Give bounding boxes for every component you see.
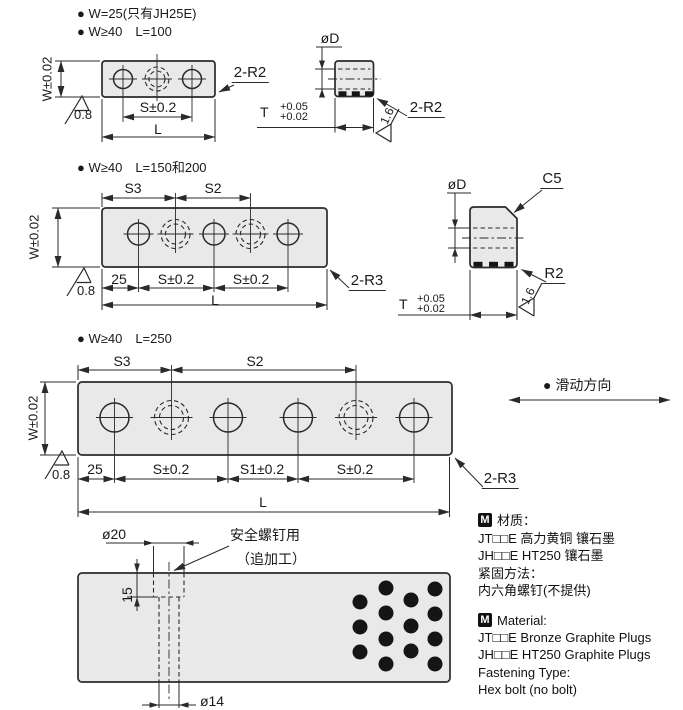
fig2-s-dim-label-b: S±0.2: [232, 271, 270, 287]
surface-finish-icon: [64, 94, 90, 125]
fig3-variant-note: ● W≥40 L=250: [77, 331, 172, 346]
fig3-s3-dim-label: S3: [113, 353, 131, 369]
fig3-width-dim-label: W±0.02: [25, 395, 41, 441]
fig3-corner-radius-label: 2-R3: [481, 470, 519, 489]
side2-tolerance-upper: +0.05: [417, 293, 445, 305]
side1-section-view: [257, 46, 408, 143]
side1-tolerance-upper: +0.05: [280, 101, 308, 113]
side2-hole-dia-label: øD: [447, 176, 467, 192]
material-line-cn-3: 紧固方法：: [478, 566, 544, 581]
fig3-top-view: [40, 365, 484, 517]
fig4-dia20-label: ø20: [101, 526, 127, 542]
fig4-plug-plate-view: [77, 540, 451, 708]
material-line-en-1: JT□□E Bronze Graphite Plugs: [478, 630, 652, 645]
material-title-en: Material:: [497, 613, 547, 628]
fig1-top-view: [55, 54, 235, 142]
fig3-surface-value: 0.8: [52, 467, 71, 482]
fig2-variant-note: ● W≥40 L=150和200: [77, 160, 207, 175]
fig1-corner-radius-label: 2-R2: [231, 64, 269, 83]
material-line-en-3: Fastening Type:: [478, 665, 571, 680]
fig2-25-dim-label: 25: [111, 271, 127, 287]
side1-hole-dia-label: øD: [320, 30, 340, 46]
fig2-top-view: [52, 193, 350, 310]
side2-section-view: [398, 189, 547, 320]
material-badge-cn: M: [478, 513, 492, 527]
material-line-cn-2: JH□□E HT250 镶石墨: [478, 548, 604, 563]
fig1-variant-note-a: ● W=25(只有JH25E): [77, 6, 197, 21]
fig2-surface-value: 0.8: [77, 283, 96, 298]
material-line-cn-4: 内六角螺钉(不提供): [478, 583, 591, 598]
material-badge-en: M: [478, 613, 492, 627]
slide-direction-label: ● 滑动方向: [543, 377, 612, 393]
fig1-variant-note-b: ● W≥40 L=100: [77, 24, 172, 39]
fig1-length-dim-label: L: [154, 121, 162, 137]
side1-tolerance-lower: +0.02: [280, 111, 308, 123]
fig3-s2-dim-label: S2: [246, 353, 264, 369]
fig4-additional-work-note: （追加工）: [236, 551, 306, 567]
side2-thickness-label: T: [399, 296, 408, 312]
material-title-cn: 材质：: [497, 513, 537, 528]
material-line-cn-1: JT□□E 高力黄铜 镶石墨: [478, 531, 616, 546]
fig3-s-dim-label-b: S±0.2: [336, 461, 374, 477]
fig3-length-dim-label: L: [259, 494, 267, 510]
surface-finish-icon: [517, 282, 543, 317]
fig2-width-dim-label: W±0.02: [26, 214, 42, 260]
fig2-corner-radius-label: 2-R3: [348, 272, 386, 291]
fig2-s2-dim-label: S2: [204, 180, 222, 196]
fig2-length-dim-label: L: [211, 292, 219, 308]
graphite-plug-dots: [352, 580, 443, 672]
side2-radius-label: R2: [542, 265, 566, 284]
surface-finish-icon: [66, 266, 92, 297]
side2-chamfer-label: C5: [540, 170, 564, 189]
fig4-safety-screw-note: 安全螺钉用: [230, 527, 300, 543]
material-line-en-2: JH□□E HT250 Graphite Plugs: [478, 647, 651, 662]
fig4-dia14-label: ø14: [199, 693, 225, 709]
fig3-s-dim-label-a: S±0.2: [152, 461, 190, 477]
fig1-width-dim-label: W±0.02: [39, 56, 55, 102]
fig2-s3-dim-label: S3: [124, 180, 142, 196]
fig1-s-dim-label: S±0.2: [139, 99, 177, 115]
surface-finish-icon: [44, 449, 70, 480]
side1-corner-radius-label: 2-R2: [407, 99, 445, 118]
fig3-s1-dim-label: S1±0.2: [239, 461, 285, 477]
fig4-depth15-label: 15: [119, 587, 135, 603]
surface-finish-icon: [374, 108, 400, 143]
fig3-25-dim-label: 25: [87, 461, 103, 477]
fig1-surface-value: 0.8: [74, 107, 93, 122]
fig2-s-dim-label-a: S±0.2: [157, 271, 195, 287]
material-line-en-4: Hex bolt (no bolt): [478, 682, 577, 697]
side1-thickness-label: T: [260, 104, 269, 120]
side2-tolerance-lower: +0.02: [417, 303, 445, 315]
